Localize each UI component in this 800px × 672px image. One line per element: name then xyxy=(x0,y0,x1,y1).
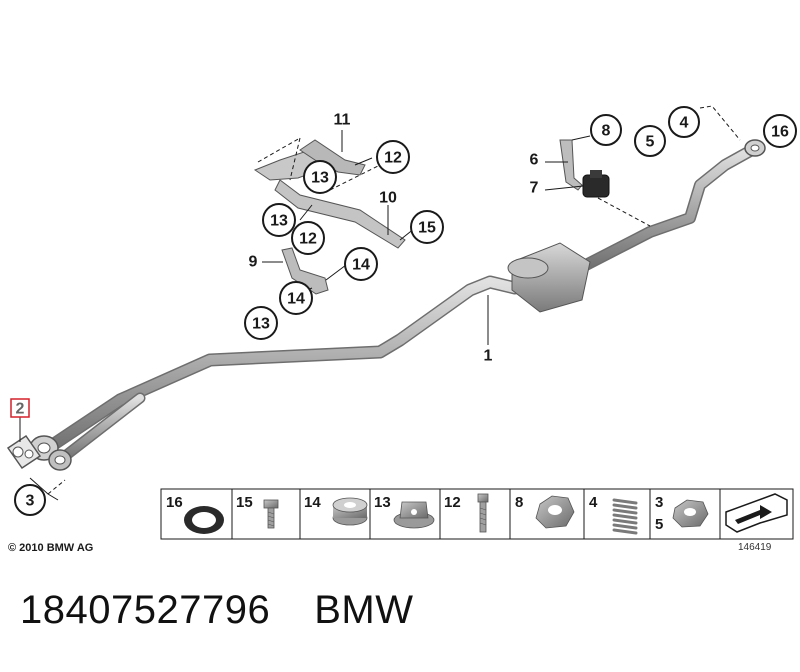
legend-label-3: 3 xyxy=(655,494,663,511)
part-number-line: 18407527796 BMW xyxy=(20,588,413,633)
callout-13-bottom: 13 xyxy=(244,306,278,340)
diagram-id: 146419 xyxy=(738,542,772,553)
callout-4: 4 xyxy=(668,106,700,138)
spring-icon xyxy=(612,498,638,535)
legend-label-5: 5 xyxy=(655,516,663,533)
svg-text:4: 4 xyxy=(680,115,689,132)
exhaust-pipe xyxy=(38,144,758,466)
callout-15: 15 xyxy=(410,210,444,244)
bracket-icon xyxy=(559,139,583,191)
flange-nut-icon xyxy=(393,501,435,529)
part-brand: BMW xyxy=(314,588,414,632)
svg-text:13: 13 xyxy=(252,316,270,333)
svg-text:2: 2 xyxy=(16,401,25,418)
callout-9: 9 xyxy=(249,254,258,271)
legend-label-4: 4 xyxy=(589,494,598,511)
callout-12-top: 12 xyxy=(376,140,410,174)
view-arrow-icon xyxy=(725,493,788,533)
callout-10: 10 xyxy=(379,190,397,207)
callout-6: 6 xyxy=(530,152,539,169)
legend-label-15: 15 xyxy=(236,494,253,511)
bolt-icon xyxy=(263,499,279,529)
callout-13-mid: 13 xyxy=(262,203,296,237)
callout-7: 7 xyxy=(530,180,539,197)
legend-label-8: 8 xyxy=(515,494,523,511)
legend-label-13: 13 xyxy=(374,494,391,511)
callout-14-right: 14 xyxy=(344,247,378,281)
part-number: 18407527796 xyxy=(20,588,271,632)
callout-2-highlighted: 2 xyxy=(10,398,30,418)
legend-label-16: 16 xyxy=(166,494,183,511)
sleeve-icon xyxy=(332,497,368,526)
callout-5: 5 xyxy=(634,125,666,157)
legend-label-14: 14 xyxy=(304,494,321,511)
rubber-mount-icon xyxy=(582,170,610,198)
callout-13-top: 13 xyxy=(303,160,337,194)
exhaust-diagram: 1 11 10 9 6 7 8 4 5 16 12 13 13 12 15 14 xyxy=(6,105,797,540)
callout-1: 1 xyxy=(484,348,493,365)
callout-8: 8 xyxy=(590,114,622,146)
ring-gasket-icon xyxy=(184,506,224,534)
svg-text:14: 14 xyxy=(352,257,370,274)
callout-3: 3 xyxy=(14,484,46,516)
svg-text:5: 5 xyxy=(646,134,655,151)
hex-nut-icon xyxy=(535,495,575,529)
svg-text:16: 16 xyxy=(771,124,789,141)
callout-11: 11 xyxy=(334,112,351,129)
svg-text:8: 8 xyxy=(602,123,611,140)
callout-12-mid: 12 xyxy=(291,221,325,255)
svg-text:13: 13 xyxy=(270,213,288,230)
parts-legend: 16 15 14 13 12 xyxy=(160,488,794,540)
legend-label-12: 12 xyxy=(444,494,461,511)
nut-icon xyxy=(672,499,709,528)
screw-icon xyxy=(477,493,489,533)
copyright-notice: © 2010 BMW AG xyxy=(8,542,94,554)
svg-text:12: 12 xyxy=(299,231,317,248)
svg-text:14: 14 xyxy=(287,291,305,308)
callout-14-left: 14 xyxy=(279,281,313,315)
rear-flange xyxy=(744,139,766,157)
svg-text:15: 15 xyxy=(418,220,436,237)
svg-text:3: 3 xyxy=(26,493,35,510)
svg-text:13: 13 xyxy=(311,170,329,187)
silencer-box xyxy=(507,242,591,313)
callout-16: 16 xyxy=(763,114,797,148)
svg-text:12: 12 xyxy=(384,150,402,167)
